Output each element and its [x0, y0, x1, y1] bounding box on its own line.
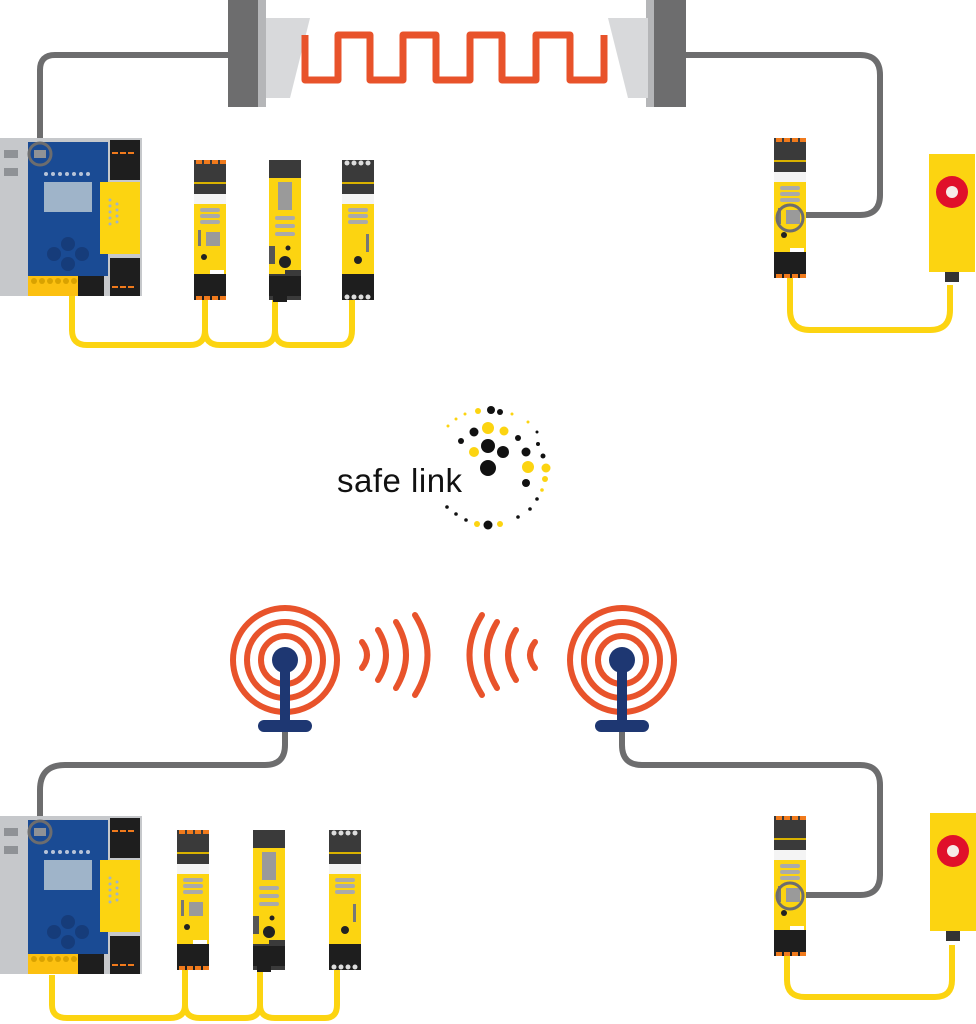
antenna-left-icon	[230, 605, 340, 732]
emergency-stop-icon-wireless	[930, 813, 976, 941]
wired-connection	[0, 0, 975, 348]
emergency-stop-icon	[929, 154, 975, 282]
wireless-connection	[0, 605, 976, 1021]
io-module	[194, 160, 226, 300]
gateway-module-wireless	[253, 830, 285, 972]
cable-connector-right	[608, 0, 686, 107]
yellow-estop-cable	[787, 275, 953, 333]
relay-module-wireless	[329, 830, 361, 970]
safe-link-logo-text: safe link	[337, 462, 463, 499]
signal-wave-icon	[301, 31, 608, 84]
safe-link-module-wireless	[774, 816, 806, 956]
radio-waves-right-icon	[359, 612, 431, 698]
safe-link-module	[774, 138, 806, 278]
safe-link-logo-mark	[445, 406, 551, 530]
radio-waves-left-icon	[466, 612, 538, 698]
gray-cable-left	[37, 52, 230, 150]
yellow-estop-cable-wireless	[784, 945, 955, 1000]
yellow-bus-cable	[69, 290, 355, 348]
cable-connector-left	[228, 0, 310, 107]
gray-cable-right-wireless	[619, 732, 883, 898]
gray-cable-right	[685, 52, 883, 218]
gateway-module	[269, 160, 301, 302]
relay-module	[342, 160, 374, 300]
yellow-bus-cable-wireless	[49, 970, 340, 1021]
io-module-wireless	[177, 830, 209, 970]
gray-cable-left-wireless	[37, 732, 288, 820]
safety-controller	[0, 136, 144, 298]
antenna-right-icon	[567, 605, 677, 732]
safety-controller-wireless	[0, 814, 144, 976]
